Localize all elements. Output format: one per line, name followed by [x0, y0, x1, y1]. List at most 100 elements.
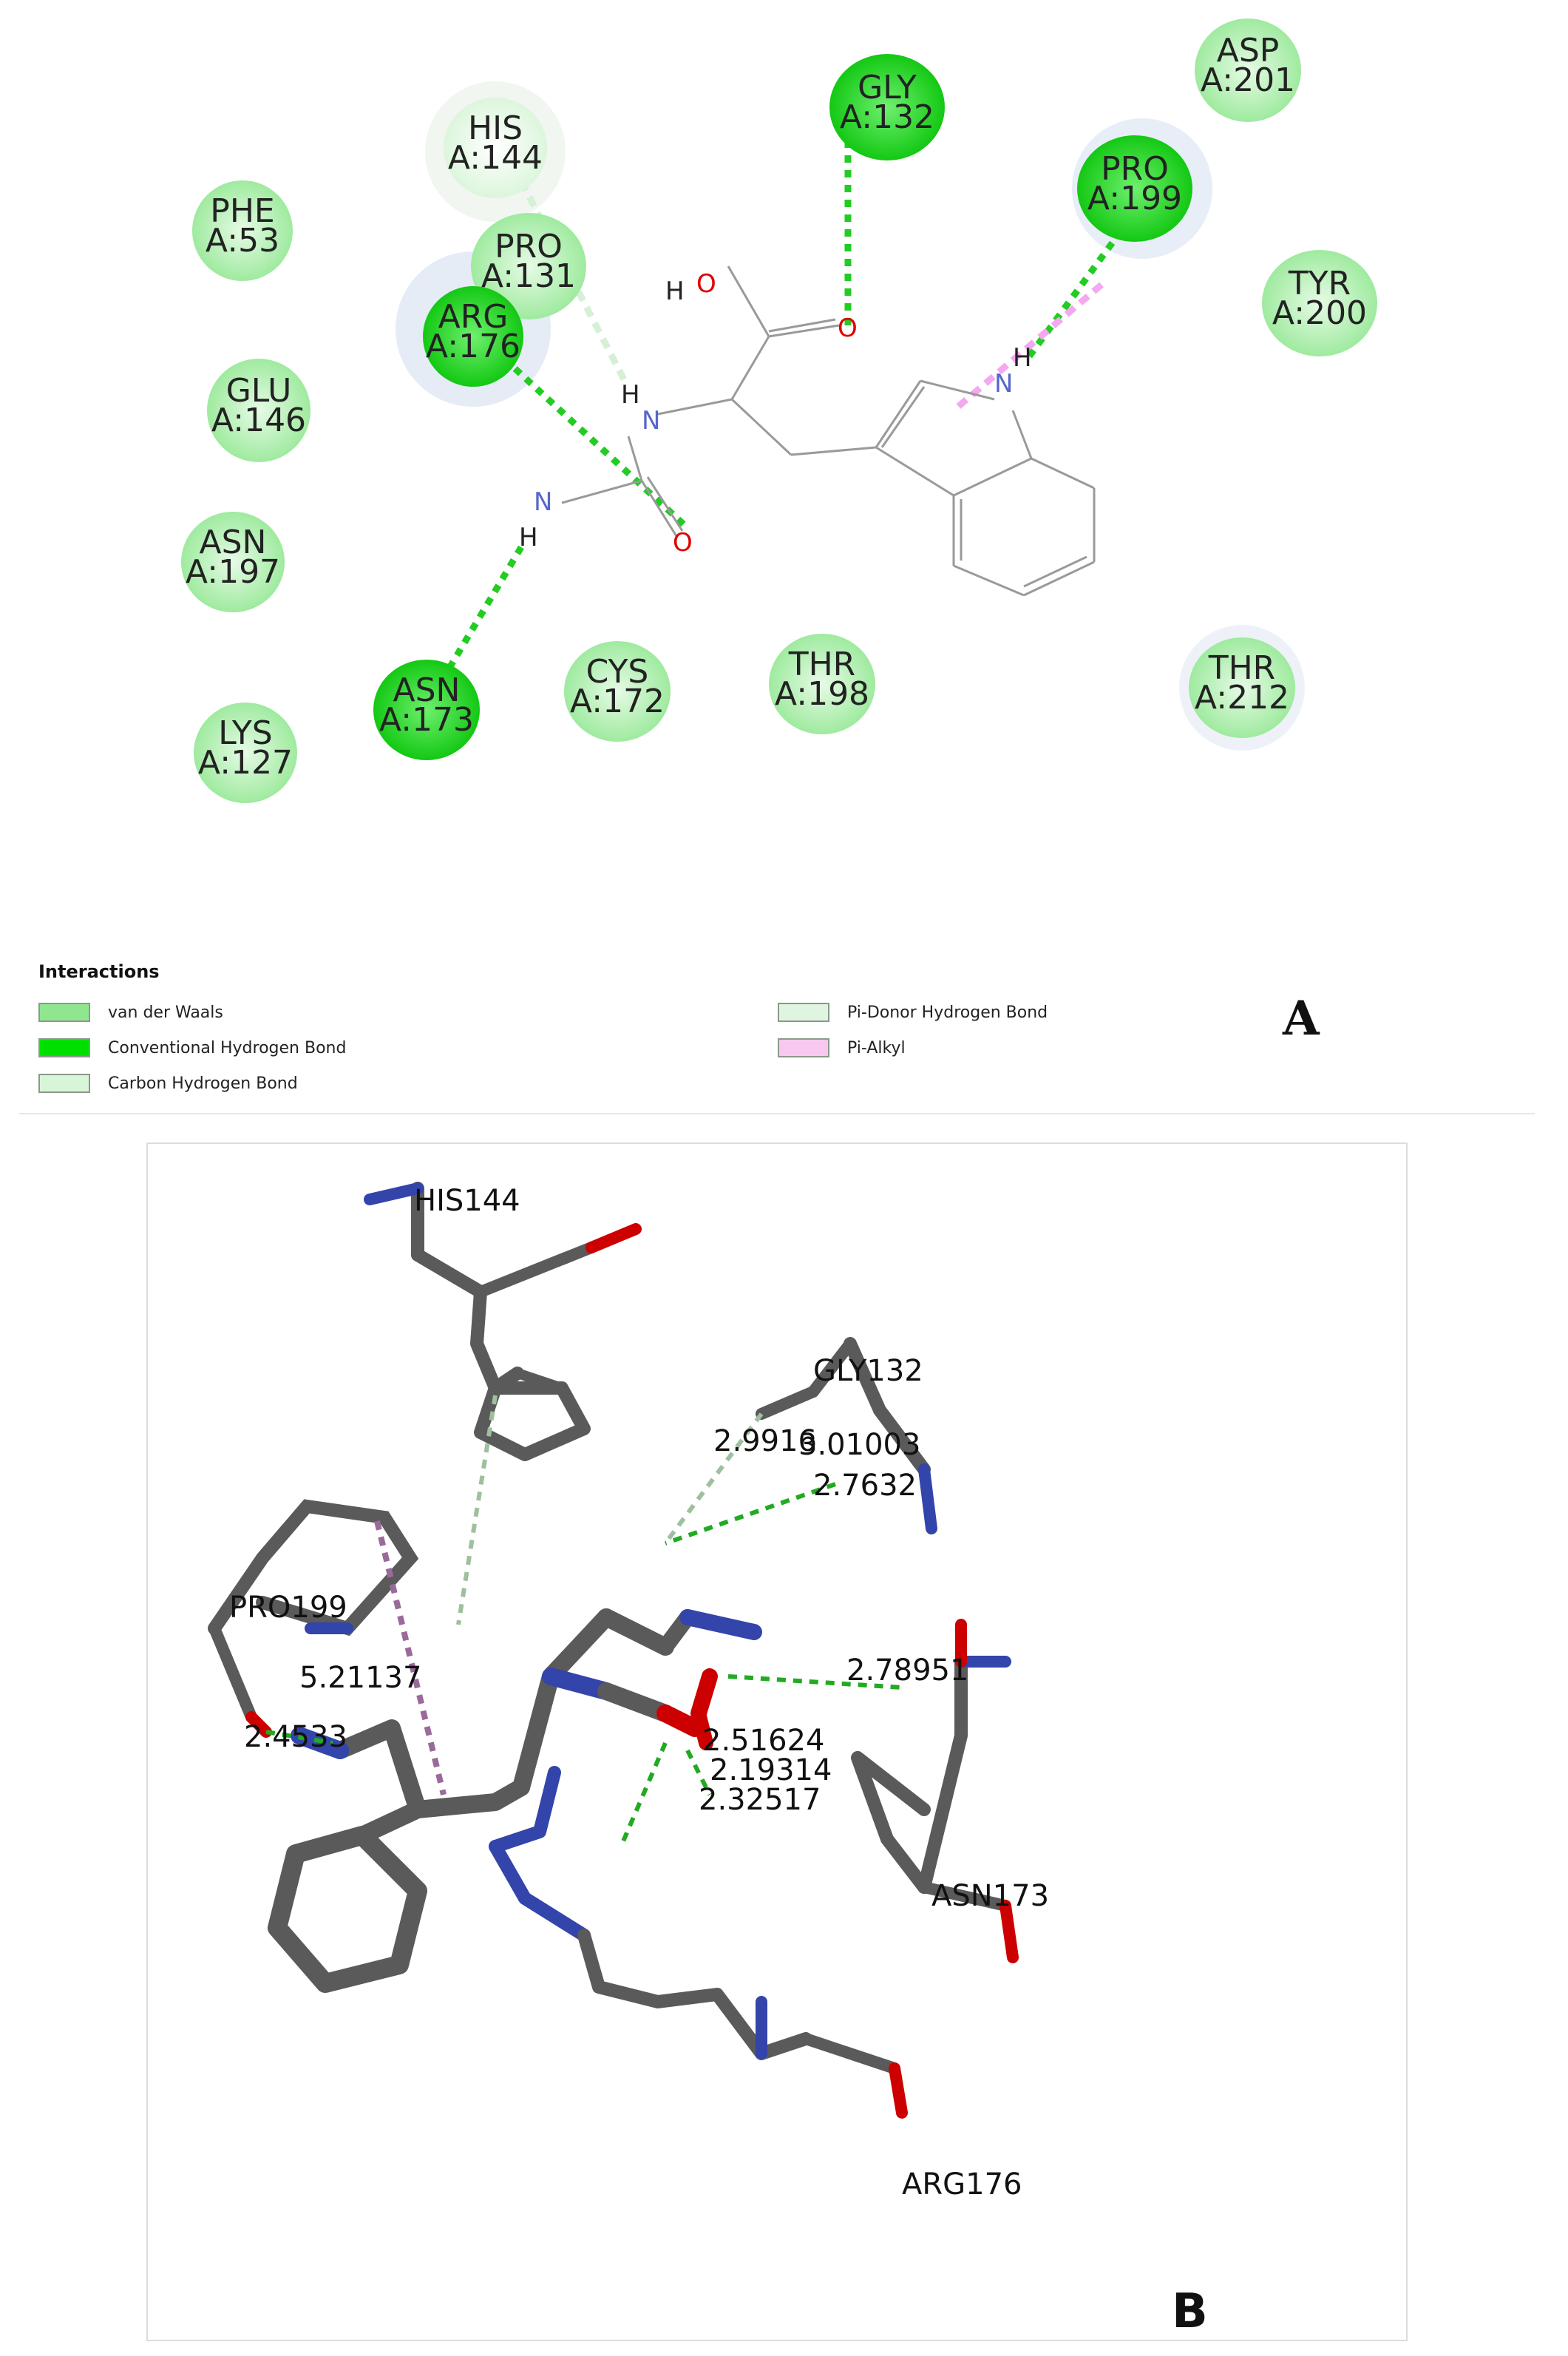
- his144-sticks: [364, 1182, 642, 1461]
- svg-text:A:146: A:146: [211, 402, 306, 439]
- svg-text:A:144: A:144: [448, 139, 543, 177]
- distance-label: 5.21137: [299, 1661, 421, 1695]
- svg-text:THR: THR: [788, 646, 856, 683]
- distance-label: 2.7632: [813, 1469, 917, 1503]
- distance-label: 3.01003: [798, 1428, 920, 1462]
- legend-item-carbon: Carbon Hydrogen Bond: [38, 1071, 298, 1096]
- svg-text:HIS: HIS: [468, 109, 523, 147]
- residue-asn173: ASN A:173: [373, 660, 480, 760]
- svg-text:ASP: ASP: [1217, 32, 1280, 70]
- interactions-legend: Interactions van der Waals Conventional …: [38, 961, 1517, 1109]
- asn173-sticks: [851, 1619, 1019, 1963]
- legend-swatch: [38, 1074, 90, 1093]
- residue-label-his144: HIS144: [414, 1184, 520, 1218]
- atom-h-amide: H: [621, 380, 640, 410]
- distance-lines: [265, 1395, 903, 1848]
- residue-arg176: ARG A:176: [423, 286, 523, 387]
- legend-item-conventional: Conventional Hydrogen Bond: [38, 1035, 346, 1060]
- atom-o-carbonyl: O: [838, 314, 858, 343]
- residue-cys172: CYS A:172: [564, 641, 671, 742]
- residue-label-gly132: GLY132: [813, 1354, 923, 1388]
- panel-letter-b: B: [1172, 2284, 1208, 2339]
- svg-text:A:172: A:172: [570, 683, 665, 720]
- legend-swatch: [778, 1038, 829, 1057]
- svg-text:THR: THR: [1208, 649, 1276, 687]
- atom-h-indole: H: [1013, 343, 1032, 373]
- svg-text:A:132: A:132: [840, 98, 934, 136]
- residue-tyr200: TYR A:200: [1262, 250, 1377, 356]
- svg-text:ARG: ARG: [438, 298, 509, 336]
- atom-o-urea: O: [673, 528, 693, 558]
- residue-asp201: ASP A:201: [1195, 18, 1301, 122]
- atom-n-indole: N: [994, 369, 1013, 399]
- legend-item-pi-alkyl: Pi-Alkyl: [778, 1035, 906, 1060]
- interaction-diagram-svg: H O O H N H N N H O HIS A:144 GLY A:132 …: [181, 18, 1377, 803]
- pro199-sticks: [208, 1499, 419, 1738]
- svg-text:ASN: ASN: [393, 671, 461, 709]
- svg-text:A:197: A:197: [186, 553, 280, 591]
- svg-text:A:176: A:176: [426, 328, 520, 365]
- hbond-line-asn173: [435, 545, 524, 690]
- svg-text:CYS: CYS: [586, 653, 649, 691]
- residue-pro131: PRO A:131: [471, 213, 586, 319]
- atom-h-hydroxyl: H: [665, 277, 685, 306]
- residue-thr198: THR A:198: [769, 634, 875, 734]
- svg-text:LYS: LYS: [218, 714, 272, 752]
- distance-label: 2.9916: [713, 1424, 817, 1458]
- svg-text:A:200: A:200: [1272, 294, 1367, 332]
- svg-text:TYR: TYR: [1288, 265, 1351, 302]
- svg-text:GLU: GLU: [226, 372, 292, 410]
- legend-item-vdw: van der Waals: [38, 1000, 223, 1025]
- distance-label: 2.51624: [702, 1724, 824, 1758]
- svg-text:A:201: A:201: [1201, 61, 1295, 99]
- svg-text:PRO: PRO: [495, 228, 563, 265]
- svg-text:PHE: PHE: [210, 192, 274, 230]
- residue-thr212: THR A:212: [1189, 637, 1295, 738]
- hbond-line-arg176: [501, 356, 689, 529]
- atom-o-hydroxyl: O: [696, 269, 716, 299]
- stick-model-svg: HIS144 GLY132 PRO199 ASN173 ARG176 2.991…: [208, 1182, 1208, 2339]
- pi-alkyl-line: [951, 282, 1104, 413]
- atom-n-urea: N: [534, 487, 552, 517]
- legend-label: Pi-Donor Hydrogen Bond: [847, 1003, 1048, 1022]
- svg-text:A:212: A:212: [1195, 679, 1289, 717]
- legend-label: van der Waals: [108, 1003, 223, 1022]
- residue-phe53: PHE A:53: [192, 180, 293, 281]
- legend-label: Pi-Alkyl: [847, 1038, 906, 1057]
- svg-text:A:199: A:199: [1087, 180, 1182, 217]
- residue-lys127: LYS A:127: [194, 703, 297, 803]
- ligand-skeleton: [561, 265, 1096, 597]
- svg-text:A:198: A:198: [775, 675, 869, 713]
- residue-his144: HIS A:144: [444, 98, 547, 198]
- residue-label-pro199: PRO199: [229, 1591, 347, 1625]
- svg-text:A:53: A:53: [206, 222, 279, 260]
- distance-label: 2.4533: [244, 1720, 347, 1754]
- residue-label-arg176: ARG176: [902, 2167, 1022, 2201]
- residue-label-asn173: ASN173: [931, 1879, 1049, 1913]
- residue-gly132: GLY A:132: [829, 54, 945, 160]
- panel-letter-a: A: [1283, 991, 1320, 1046]
- atom-n-amide: N: [642, 406, 660, 436]
- panel-a-2d-diagram: H O O H N H N N H O HIS A:144 GLY A:132 …: [0, 0, 1568, 932]
- legend-swatch: [38, 1003, 90, 1022]
- svg-text:ASN: ASN: [200, 524, 267, 561]
- legend-label: Carbon Hydrogen Bond: [108, 1074, 298, 1093]
- legend-swatch: [778, 1003, 829, 1022]
- distance-label: 2.32517: [699, 1783, 821, 1817]
- legend-title: Interactions: [38, 961, 160, 982]
- distance-label: 2.78951: [846, 1653, 968, 1688]
- residue-asn197: ASN A:197: [181, 512, 285, 612]
- svg-text:A:173: A:173: [379, 701, 474, 739]
- ligand-sticks: [268, 1608, 762, 1993]
- svg-text:PRO: PRO: [1101, 150, 1169, 188]
- legend-label: Conventional Hydrogen Bond: [108, 1038, 347, 1057]
- svg-text:GLY: GLY: [858, 69, 917, 106]
- legend-swatch: [38, 1038, 90, 1057]
- residue-glu146: GLU A:146: [207, 359, 310, 462]
- arg176-sticks: [489, 1766, 908, 2119]
- legend-item-pi-donor: Pi-Donor Hydrogen Bond: [778, 1000, 1048, 1025]
- panel-b-3d-model: HIS144 GLY132 PRO199 ASN173 ARG176 2.991…: [146, 1143, 1408, 2341]
- svg-text:A:131: A:131: [481, 257, 576, 295]
- panel-separator: [19, 1113, 1535, 1114]
- gly132-sticks: [756, 1337, 937, 1534]
